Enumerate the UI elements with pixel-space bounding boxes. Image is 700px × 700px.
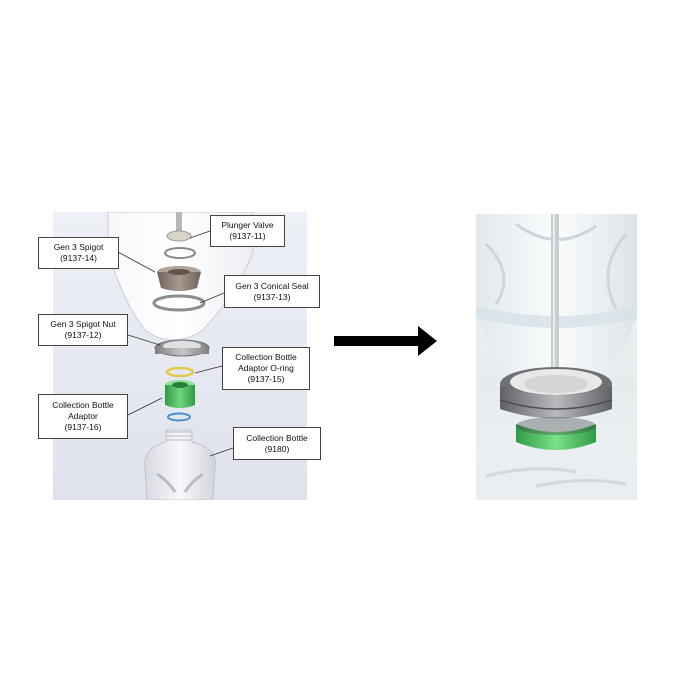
label-collection-bottle: Collection Bottle (9180)	[233, 427, 321, 460]
exploded-view-illustration	[107, 212, 254, 500]
right-arrow-icon	[334, 326, 437, 356]
label-collection-bottle-adaptor: Collection Bottle Adaptor (9137-16)	[38, 394, 128, 439]
label-gen3-spigot-nut: Gen 3 Spigot Nut (9137-12)	[38, 314, 128, 346]
label-plunger-valve: Plunger Valve (9137-11)	[210, 215, 285, 247]
label-collection-bottle-adaptor-oring: Collection Bottle Adaptor O-ring (9137-1…	[222, 347, 310, 390]
assembled-view-illustration	[476, 214, 637, 500]
label-gen3-conical-seal: Gen 3 Conical Seal (9137-13)	[224, 275, 320, 308]
assembled-view-panel	[476, 214, 637, 500]
label-gen3-spigot: Gen 3 Spigot (9137-14)	[38, 237, 119, 269]
